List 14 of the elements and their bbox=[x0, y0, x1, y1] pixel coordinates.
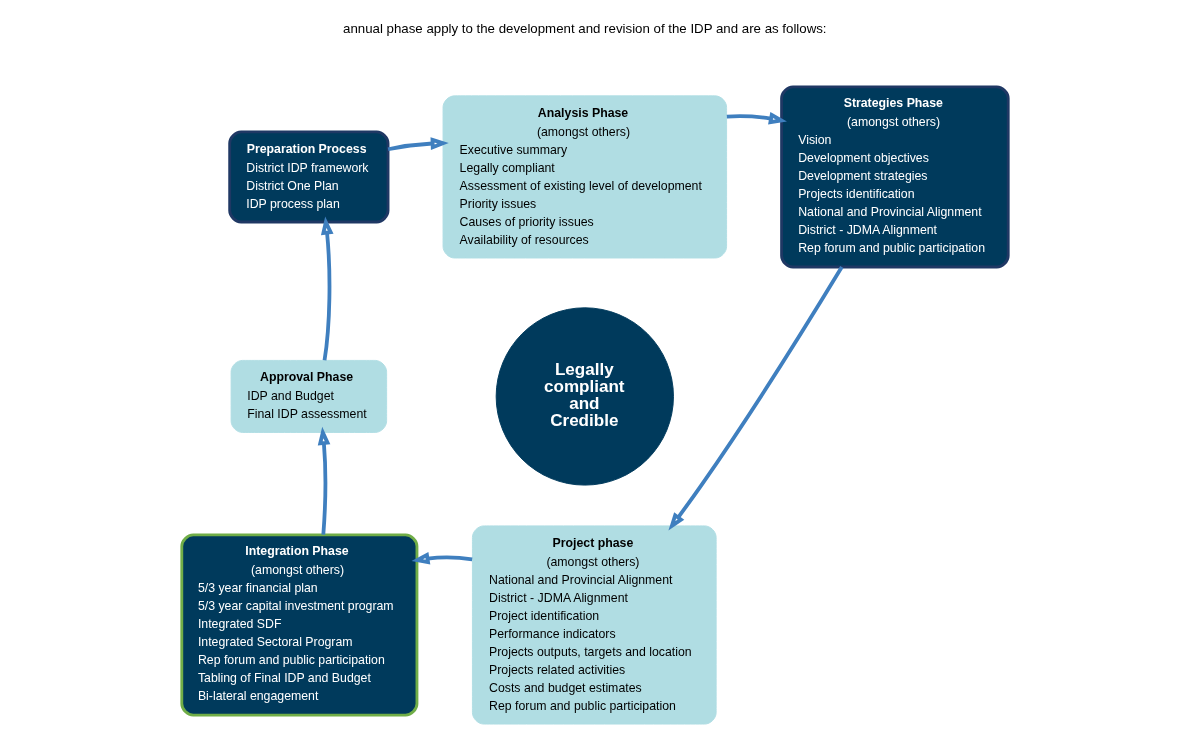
node-box: Project phase (amongst others) National and Provincial Alignment District - JDMA Alignment Project identification Performance indicators Projects outputs, targets and location Projects related activities Costs and budget estimates Rep forum and public participation bbox=[471, 525, 717, 725]
node-box: Integration Phase (amongst others) 5/3 year financial plan 5/3 year capital investment program Integrated SDF Integrated Sectoral Program Rep forum and public participation Tabling of Final IDP and Budget Bi-lateral engagement bbox=[180, 533, 419, 717]
arrow bbox=[668, 266, 844, 531]
node-box: Approval Phase IDP and Budget Final IDP assessment bbox=[230, 359, 388, 433]
node-box: Preparation Process District IDP framework District One Plan IDP process plan bbox=[228, 130, 390, 224]
node-box: Strategies Phase (amongst others) Vision Development objectives Development strategies Projects identification National and Provincial Alignment District - JDMA Alignment Rep forum and public participation bbox=[780, 85, 1010, 269]
arrow bbox=[726, 112, 787, 125]
node-box: Analysis Phase (amongst others) Executive summary Legally compliant Assessment of existing level of development Priority issues Causes of priority issues Availability of resources bbox=[442, 95, 728, 259]
arrow bbox=[411, 552, 473, 565]
arrow bbox=[320, 216, 334, 361]
label: annual phase apply to the development and revision of the IDP and are as follows: bbox=[343, 20, 827, 36]
arrow bbox=[317, 426, 331, 535]
arrow bbox=[387, 137, 449, 152]
node-circle: Legally compliant and Credible bbox=[495, 307, 674, 486]
